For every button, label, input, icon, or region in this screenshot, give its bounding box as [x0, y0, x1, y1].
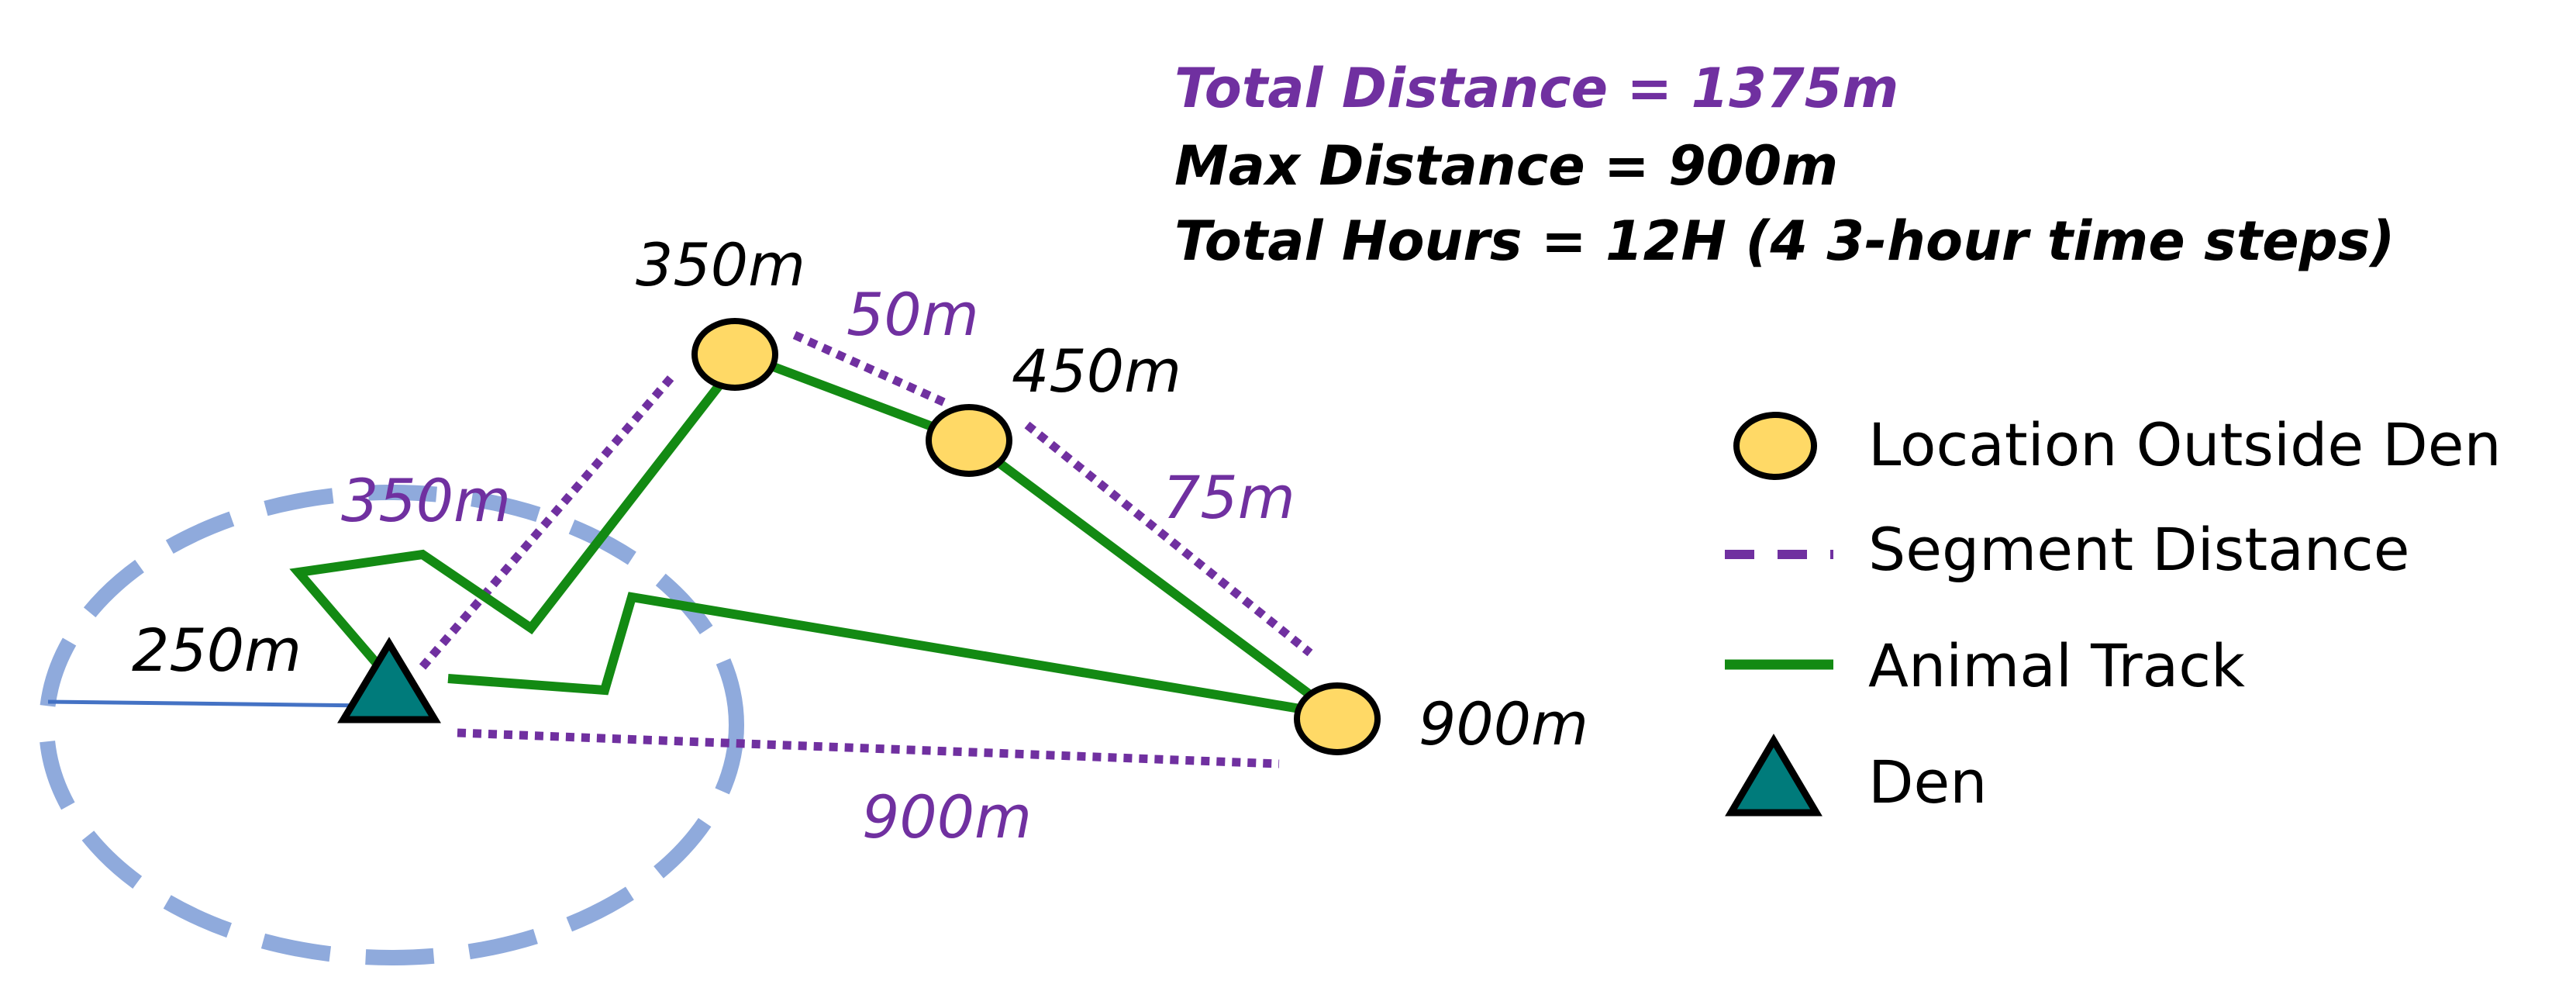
- location-point-3: [1294, 682, 1381, 755]
- radius-line: [47, 699, 373, 708]
- location-point-1: [691, 318, 778, 391]
- segment-den-to-p1: [419, 371, 678, 670]
- point-3-distance-label: 900m: [1419, 689, 1588, 758]
- point-1-distance-label: 350m: [636, 230, 805, 299]
- total-hours-text: Total Hours = 12H (4 3-hour time steps): [1174, 209, 2395, 273]
- den-radius-circle: [39, 485, 744, 965]
- legend-location-label: Location Outside Den: [1868, 410, 2502, 479]
- legend-location-icon: [1733, 412, 1817, 480]
- segment-p2-to-p3: [1024, 421, 1313, 657]
- total-distance-text: Total Distance = 1375m: [1174, 57, 1898, 120]
- den-marker: [337, 637, 441, 723]
- segment-den-to-p3: [457, 728, 1280, 768]
- legend-track-label: Animal Track: [1868, 631, 2245, 700]
- segment-den-to-p1-label: 350m: [341, 466, 511, 535]
- segment-p1-to-p2-label: 50m: [847, 280, 979, 349]
- animal-track: [289, 349, 1340, 720]
- location-point-2: [926, 404, 1012, 477]
- segment-p1-to-p2: [792, 330, 952, 409]
- radius-label: 250m: [132, 616, 302, 685]
- segment-den-to-p3-label: 900m: [862, 782, 1032, 851]
- legend-segment-label: Segment Distance: [1868, 515, 2409, 584]
- legend-den-label: Den: [1868, 748, 1987, 817]
- segment-lines: [419, 330, 1313, 768]
- point-2-distance-label: 450m: [1012, 337, 1181, 406]
- max-distance-text: Max Distance = 900m: [1174, 134, 1838, 198]
- segment-p2-to-p3-label: 75m: [1163, 463, 1295, 532]
- legend: Location Outside Den Segment Distance An…: [1725, 410, 2502, 817]
- legend-den-icon: [1725, 734, 1823, 817]
